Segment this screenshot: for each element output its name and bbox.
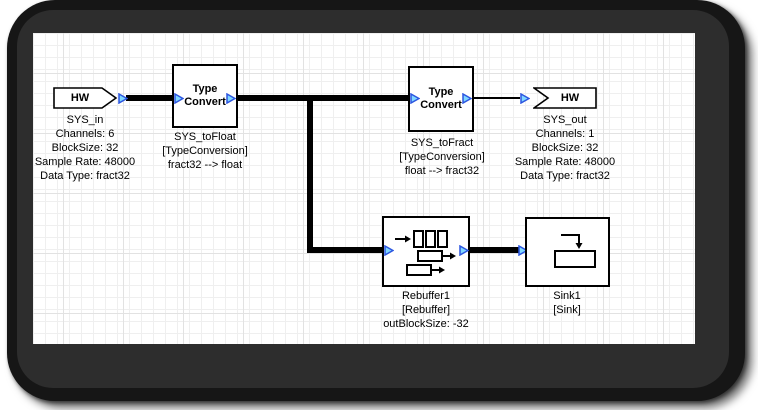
block-prop: BlockSize: 32 [531,142,599,154]
block-title: HW [70,91,90,104]
input-pin-icon[interactable] [518,245,528,256]
block-label-sys-out: SYS_out Channels: 1 BlockSize: 32 Sample… [485,113,645,183]
output-pin-icon[interactable] [462,93,472,104]
block-rebuffer1[interactable] [382,216,470,287]
block-class: [TypeConversion] [162,145,248,157]
block-title: Type Convert [184,83,226,108]
block-sys-out[interactable]: HW [533,87,597,109]
output-pin-icon[interactable] [459,245,469,256]
rebuffer-icon [395,230,456,276]
input-pin-icon[interactable] [384,245,394,256]
block-label-sys-tofloat: SYS_toFloat [TypeConversion] fract32 -->… [125,130,285,172]
block-instance-name: SYS_out [543,114,587,126]
block-detail: float --> fract32 [404,165,480,177]
output-pin-icon[interactable] [226,93,236,104]
block-title: Type Convert [420,86,462,111]
block-sys-in[interactable]: HW [53,87,117,109]
block-detail: fract32 --> float [167,159,243,171]
block-class: [Sink] [553,304,581,316]
hw-output-arrow-shape [533,87,597,109]
hw-input-arrow-shape [53,87,117,109]
block-instance-name: Rebuffer1 [401,290,451,302]
block-class: [Rebuffer] [401,304,451,316]
input-pin-icon[interactable] [410,93,420,104]
sink-icon [554,234,596,268]
block-prop: Channels: 6 [55,128,115,140]
block-label-rebuffer1: Rebuffer1 [Rebuffer] outBlockSize: -32 [346,289,506,331]
block-label-sys-tofract: SYS_toFract [TypeConversion] float --> f… [362,136,522,178]
block-instance-name: SYS_toFloat [174,131,236,143]
block-class: [TypeConversion] [399,151,485,163]
block-prop: Data Type: fract32 [40,170,130,182]
wire-rebuffer-to-sink[interactable] [470,247,520,253]
block-prop: BlockSize: 32 [51,142,119,154]
wire-branch-vertical[interactable] [307,95,313,253]
diagram-canvas[interactable]: HW SYS_in Channels: 6 BlockSize: 32 Samp… [33,33,695,344]
input-pin-icon[interactable] [174,93,184,104]
block-prop: Sample Rate: 48000 [514,156,616,168]
input-pin-icon[interactable] [520,93,530,104]
block-prop: Sample Rate: 48000 [34,156,136,168]
block-title: HW [560,91,580,104]
block-prop: Channels: 1 [535,128,595,140]
block-instance-name: SYS_in [66,114,104,126]
block-label-sink1: Sink1 [Sink] [487,289,647,317]
block-sink1[interactable] [525,217,610,287]
block-instance-name: SYS_toFract [410,137,474,149]
wire-branch-to-rebuffer[interactable] [307,247,384,253]
output-pin-icon[interactable] [118,93,128,104]
block-label-sys-in: SYS_in Channels: 6 BlockSize: 32 Sample … [5,113,165,183]
wire-sysin-to-tofloat[interactable] [126,95,174,101]
wire-tofract-to-sysout[interactable] [474,97,520,99]
block-instance-name: Sink1 [553,290,581,302]
block-prop: Data Type: fract32 [520,170,610,182]
block-detail: outBlockSize: -32 [383,318,469,330]
wire-tofloat-to-tofract[interactable] [238,95,410,101]
